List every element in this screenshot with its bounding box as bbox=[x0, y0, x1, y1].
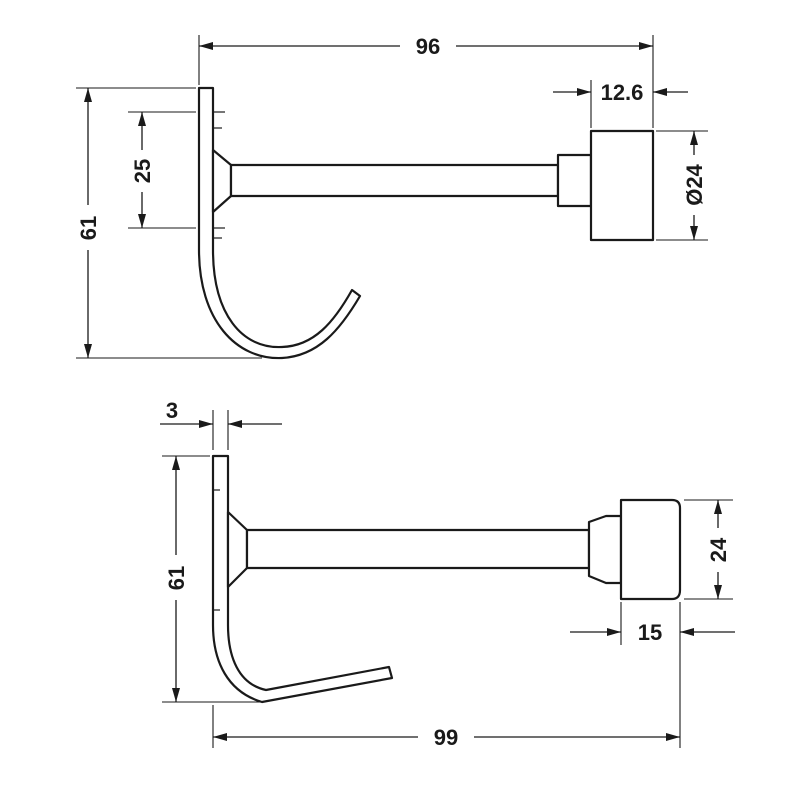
dim-cap-diameter-top: Ø24 bbox=[656, 130, 708, 241]
hook-outline-top bbox=[197, 86, 655, 360]
label-99: 99 bbox=[434, 725, 458, 750]
dim-cap-height-side: 24 bbox=[684, 499, 733, 600]
rosette-top bbox=[211, 148, 233, 214]
label-61-top: 61 bbox=[76, 216, 101, 240]
top-view: 96 12.6 Ø24 25 bbox=[76, 34, 708, 360]
label-96: 96 bbox=[416, 34, 440, 59]
label-61-side: 61 bbox=[164, 566, 189, 590]
stem-top bbox=[229, 163, 560, 198]
label-25: 25 bbox=[130, 159, 155, 183]
label-dia-24: Ø24 bbox=[682, 163, 707, 205]
dim-overall-length-side: 99 bbox=[212, 645, 681, 750]
rosette-side bbox=[226, 510, 249, 589]
stem-side bbox=[245, 528, 591, 570]
dim-height-side: 61 bbox=[162, 455, 262, 703]
hook-curve-side bbox=[211, 454, 394, 704]
dim-cap-length-top: 12.6 bbox=[553, 80, 688, 128]
label-15: 15 bbox=[638, 620, 662, 645]
cap-side bbox=[619, 498, 682, 601]
dim-overall-length-top: 96 bbox=[198, 34, 654, 128]
dim-cap-length-side: 15 bbox=[570, 602, 735, 645]
hook-curve-top bbox=[197, 86, 362, 360]
label-12-6: 12.6 bbox=[601, 80, 644, 105]
dim-plate-span-top: 25 bbox=[128, 111, 196, 229]
dim-height-top: 61 bbox=[76, 87, 262, 359]
cap-top bbox=[589, 129, 655, 242]
hook-outline-side bbox=[211, 454, 682, 704]
side-view: 3 24 61 15 bbox=[160, 398, 735, 750]
label-3: 3 bbox=[166, 398, 178, 423]
collar-top bbox=[556, 153, 593, 208]
dim-plate-thickness-side: 3 bbox=[160, 398, 282, 450]
collar-side bbox=[587, 514, 623, 585]
label-24: 24 bbox=[706, 537, 731, 562]
